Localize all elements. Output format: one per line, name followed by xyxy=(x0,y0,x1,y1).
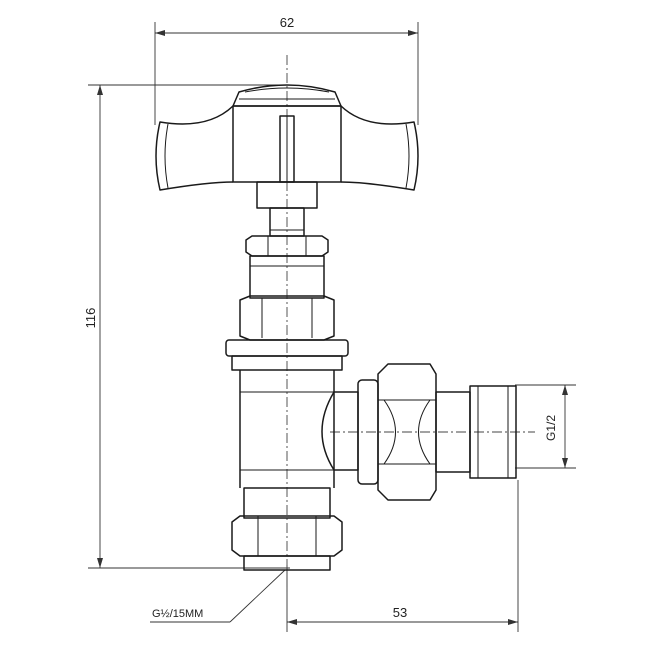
outlet-union-nut xyxy=(357,363,437,501)
dimension-top-width: 62 xyxy=(154,15,419,125)
inlet-label: G½/15MM xyxy=(152,608,203,620)
valve-body xyxy=(239,370,359,519)
dimension-bottom-width: 53 xyxy=(286,480,519,632)
dimension-top-width-label: 62 xyxy=(280,15,294,30)
dimension-bottom-width-label: 53 xyxy=(393,605,407,620)
inlet-leader: G½/15MM xyxy=(150,569,286,623)
outlet-tail xyxy=(435,385,517,479)
valve-bonnet xyxy=(225,255,349,371)
dimension-right-thread: G1/2 xyxy=(515,384,576,469)
inlet-compression-nut xyxy=(231,515,343,571)
gland-nut xyxy=(245,235,329,257)
dimension-right-thread-label: G1/2 xyxy=(544,415,558,441)
dimension-left-height: 116 xyxy=(83,84,290,569)
dimension-left-height-label: 116 xyxy=(83,308,98,329)
